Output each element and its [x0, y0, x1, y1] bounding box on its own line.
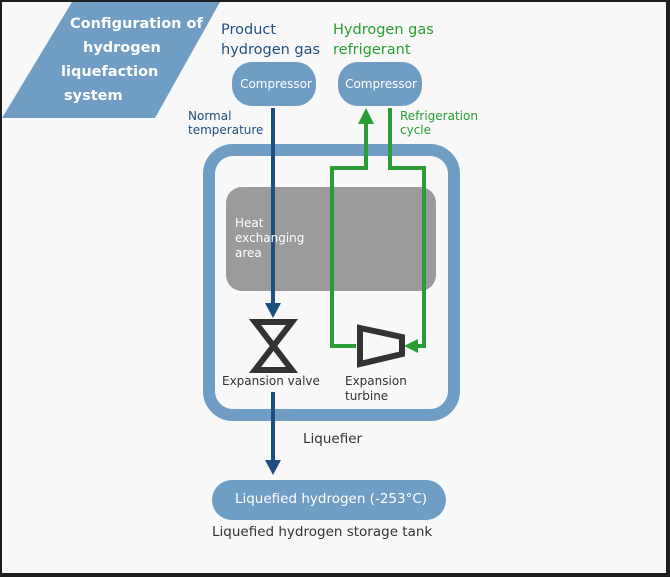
refrigeration-up-arrowhead	[358, 108, 374, 124]
normal-temperature-line-1: Normal	[188, 109, 232, 123]
liquid-flow-arrowhead	[265, 460, 281, 475]
refrigeration-left-arrowhead	[404, 339, 418, 353]
expansion-valve-label: Expansion valve	[222, 374, 320, 388]
heat-area-line-1: Heat	[235, 216, 264, 230]
liquefier-frame	[203, 144, 460, 421]
storage-tank-label: Liquefied hydrogen storage tank	[212, 524, 433, 540]
refrigeration-cycle-line-2: cycle	[400, 123, 432, 137]
liquefier-label: Liquefier	[303, 431, 363, 447]
refrigeration-cycle-line-1: Refrigeration	[400, 109, 478, 123]
expansion-turbine-symbol	[357, 324, 405, 368]
title-line-4: system	[64, 88, 123, 104]
title-line-3: liquefaction	[61, 64, 159, 80]
refrigeration-return-line	[330, 122, 368, 348]
compressor-right-box	[338, 62, 422, 106]
product-flow-arrowhead	[265, 303, 281, 318]
expansion-turbine-line-2: turbine	[345, 389, 389, 403]
title-line-2: hydrogen	[83, 40, 161, 56]
title-banner	[2, 2, 220, 118]
compressor-left-label: Compressor	[240, 77, 312, 91]
heat-area-line-2: exchanging	[235, 231, 305, 245]
refrigeration-supply-line	[388, 108, 426, 348]
product-gas-line-1: Product	[221, 22, 277, 38]
normal-temperature-line-2: temperature	[188, 123, 264, 137]
title-line-1: Configuration of	[70, 16, 203, 32]
expansion-turbine-line-1: Expansion	[345, 374, 407, 388]
liquefied-hydrogen-label: Liquefied hydrogen (-253°C)	[234, 491, 428, 507]
compressor-left-box	[232, 62, 316, 106]
compressor-right-label: Compressor	[345, 77, 417, 91]
heat-area-line-3: area	[235, 246, 262, 260]
refrigerant-line-1: Hydrogen gas	[333, 22, 434, 38]
product-gas-line-2: hydrogen gas	[221, 42, 321, 58]
expansion-valve-symbol	[248, 319, 299, 373]
liquefied-hydrogen-box	[212, 480, 446, 520]
refrigerant-line-2: refrigerant	[333, 42, 411, 58]
